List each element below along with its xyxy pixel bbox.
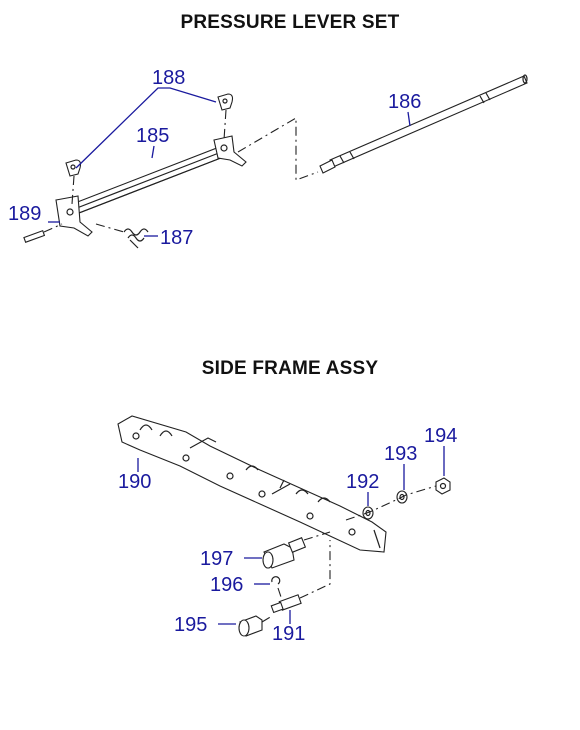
- pin-189: [23, 223, 63, 243]
- pressure-lever-bar-185: [55, 135, 247, 237]
- callout-194: 194: [424, 425, 457, 447]
- side-frame-190: [117, 415, 387, 553]
- callout-197: 197: [200, 548, 233, 570]
- shaft-191: [270, 540, 331, 614]
- spring-187: [95, 223, 149, 249]
- callout-187: 187: [160, 227, 193, 249]
- callout-186: 186: [388, 91, 421, 113]
- callout-189: 189: [8, 203, 41, 225]
- lever-tab-188-right: [217, 93, 234, 111]
- roller-195: [238, 615, 273, 637]
- e-ring-196: [271, 576, 281, 585]
- callout-191: 191: [272, 623, 305, 645]
- callout-188: 188: [152, 67, 185, 89]
- callout-193: 193: [384, 443, 417, 465]
- callout-190: 190: [118, 471, 151, 493]
- callout-195: 195: [174, 614, 207, 636]
- callout-192: 192: [346, 471, 379, 493]
- shaft-186: [319, 74, 528, 174]
- side-frame-assy-title: SIDE FRAME ASSY: [201, 358, 379, 379]
- roller-197: [262, 531, 331, 569]
- pressure-lever-set-title: PRESSURE LEVER SET: [180, 12, 400, 33]
- leader-lines: [48, 87, 445, 625]
- callout-185: 185: [136, 125, 169, 147]
- callout-196: 196: [210, 574, 243, 596]
- lever-tab-188-left: [65, 159, 82, 177]
- nut-194: [435, 477, 451, 495]
